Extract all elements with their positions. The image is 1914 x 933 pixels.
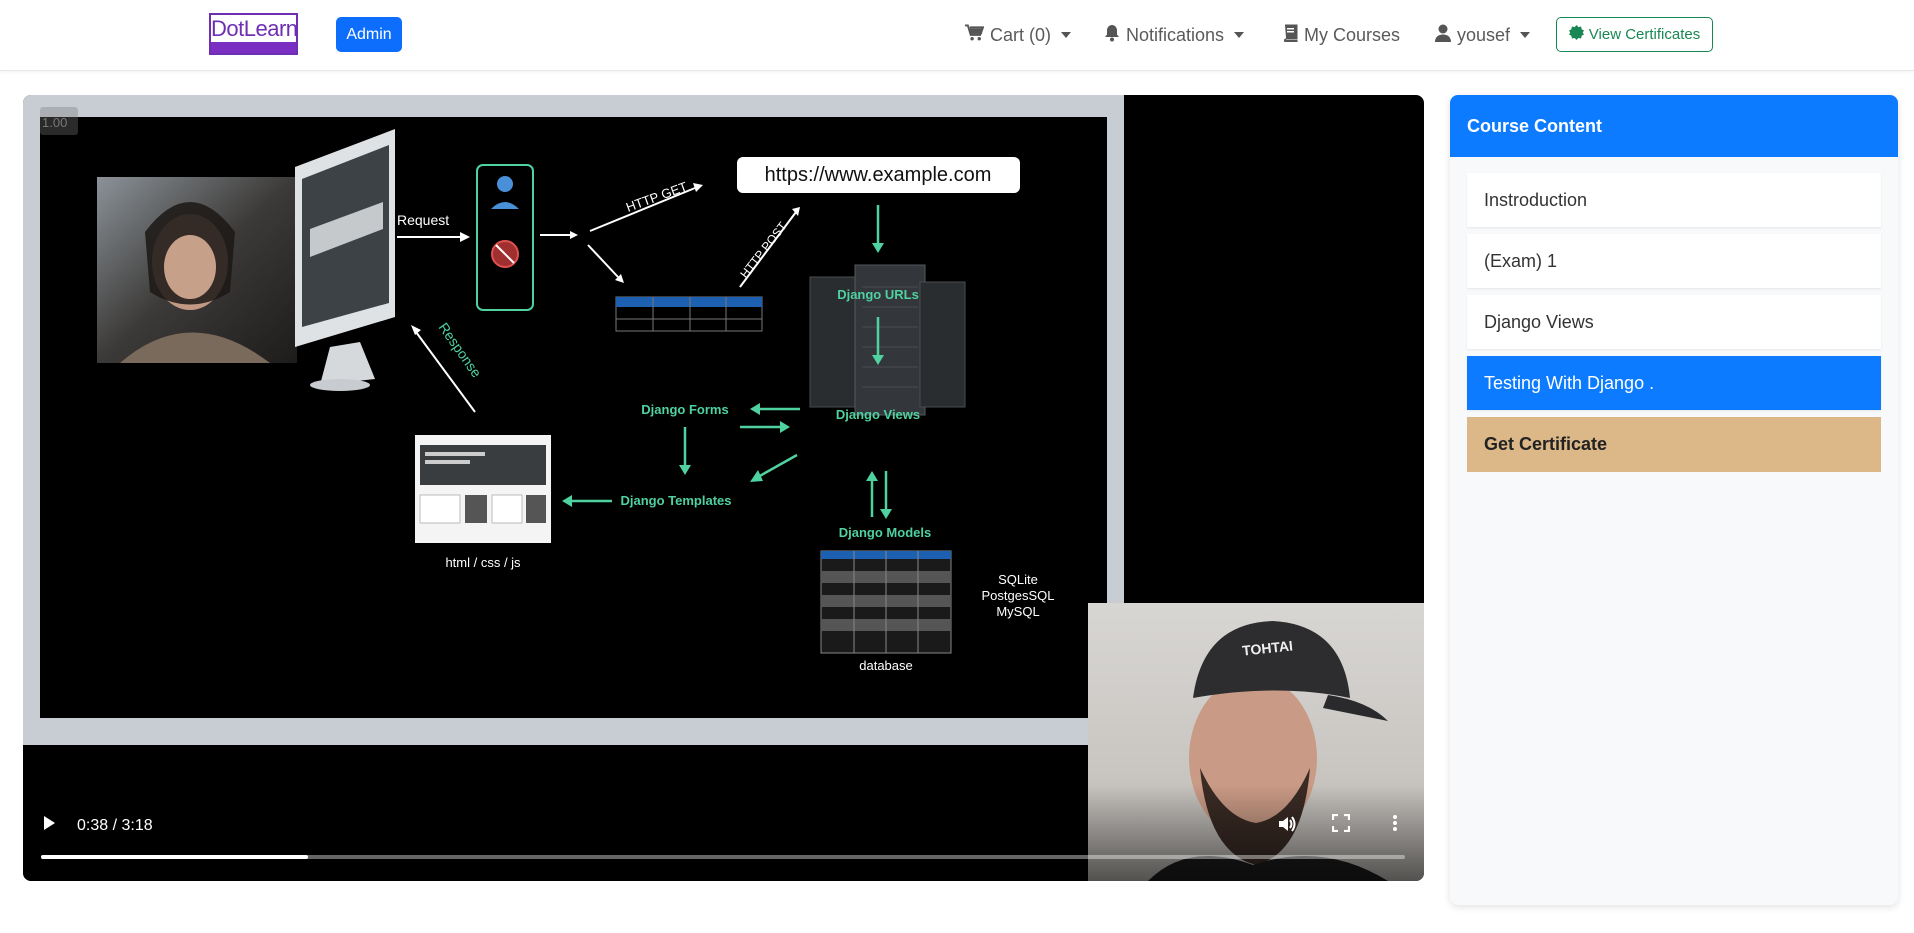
lesson-item-exam-1[interactable]: (Exam) 1 <box>1467 234 1881 288</box>
logo-bar <box>211 42 296 53</box>
request-label: Request <box>397 212 449 228</box>
get-certificate-button[interactable]: Get Certificate <box>1467 417 1881 472</box>
controls-overlay <box>23 785 1424 881</box>
playback-speed-indicator <box>40 107 78 135</box>
cart-icon <box>965 23 985 47</box>
dotlearn-logo[interactable]: DotLearn <box>209 13 298 55</box>
view-certificates-label: View Certificates <box>1588 26 1701 43</box>
lesson-list: Instroduction (Exam) 1 Django Views Test… <box>1467 173 1881 472</box>
seek-bar-progress <box>41 855 309 859</box>
user-label: yousef <box>1457 24 1511 45</box>
course-content-sidebar: Course Content Instroduction (Exam) 1 Dj… <box>1450 95 1898 905</box>
middleware-box <box>476 164 534 311</box>
more-vertical-icon <box>1393 815 1397 831</box>
fullscreen-icon <box>1331 813 1351 833</box>
play-icon <box>44 816 55 830</box>
admin-button[interactable]: Admin <box>336 17 402 52</box>
cap-icon <box>1193 621 1350 698</box>
notifications-label: Notifications <box>1126 24 1225 45</box>
time-display: 0:38 / 3:18 <box>77 817 153 834</box>
chevron-down-icon <box>1520 32 1531 38</box>
chevron-down-icon <box>1234 32 1245 38</box>
http-get-label: HTTP GET <box>624 179 689 215</box>
seek-bar[interactable] <box>41 855 1405 859</box>
volume-button[interactable] <box>1276 814 1298 836</box>
cart-dropdown[interactable]: Cart (0) <box>965 22 1072 48</box>
html-css-js-label: html / css / js <box>445 555 521 570</box>
url-label: https://www.example.com <box>765 164 992 186</box>
cart-label: Cart (0) <box>990 24 1052 45</box>
django-views-label: Django Views <box>836 407 920 422</box>
postgres-label: PostgesSQL <box>982 588 1055 603</box>
user-icon <box>497 176 513 192</box>
fur-collar <box>120 332 270 363</box>
lecture-slide: Request Response HTTP GET <box>40 117 1107 718</box>
database-table <box>820 550 952 654</box>
http-post-label: HTTP POST <box>737 219 790 281</box>
user-dropdown[interactable]: yousef <box>1435 22 1531 48</box>
mysql-label: MySQL <box>996 604 1039 619</box>
database-label: database <box>859 658 913 673</box>
django-templates-label: Django Templates <box>620 493 731 508</box>
user-icon <box>1435 24 1451 47</box>
webpage-thumbnail <box>415 435 551 543</box>
django-architecture-diagram: Request Response HTTP GET <box>97 129 1055 673</box>
video-player[interactable]: Request Response HTTP GET <box>23 95 1424 881</box>
response-label: Response <box>436 320 485 381</box>
lesson-item-testing-with-django[interactable]: Testing With Django . <box>1467 356 1881 410</box>
my-courses-label: My Courses <box>1304 24 1401 45</box>
slide-frame: Request Response HTTP GET <box>23 95 1124 745</box>
play-button[interactable] <box>41 815 61 835</box>
playback-speed-text: 1.00 <box>42 115 68 130</box>
more-options-button[interactable] <box>1384 814 1406 836</box>
cap-logo-text: TOHTAI <box>1241 637 1293 658</box>
book-icon <box>1283 24 1298 47</box>
certificate-icon <box>1568 25 1584 44</box>
django-models-label: Django Models <box>839 525 931 540</box>
server-rack-icon <box>809 264 966 416</box>
volume-icon <box>1279 816 1296 832</box>
lesson-item-django-views[interactable]: Django Views <box>1467 295 1881 349</box>
request-table <box>615 296 763 332</box>
view-certificates-button[interactable]: View Certificates <box>1556 17 1713 52</box>
fullscreen-button[interactable] <box>1330 813 1352 836</box>
url-box <box>737 157 1020 193</box>
chevron-down-icon <box>1061 32 1072 38</box>
notifications-dropdown[interactable]: Notifications <box>1104 22 1245 48</box>
bell-icon <box>1104 24 1120 47</box>
top-navbar: DotLearn Admin Cart (0) Notifications My… <box>0 0 1914 71</box>
my-courses-link[interactable]: My Courses <box>1283 22 1400 48</box>
django-urls-label: Django URLs <box>837 287 919 302</box>
sqlite-label: SQLite <box>998 572 1038 587</box>
django-forms-label: Django Forms <box>641 402 728 417</box>
course-content-title: Course Content <box>1450 95 1898 157</box>
logo-text: DotLearn <box>211 16 298 41</box>
lesson-item-introduction[interactable]: Instroduction <box>1467 173 1881 227</box>
